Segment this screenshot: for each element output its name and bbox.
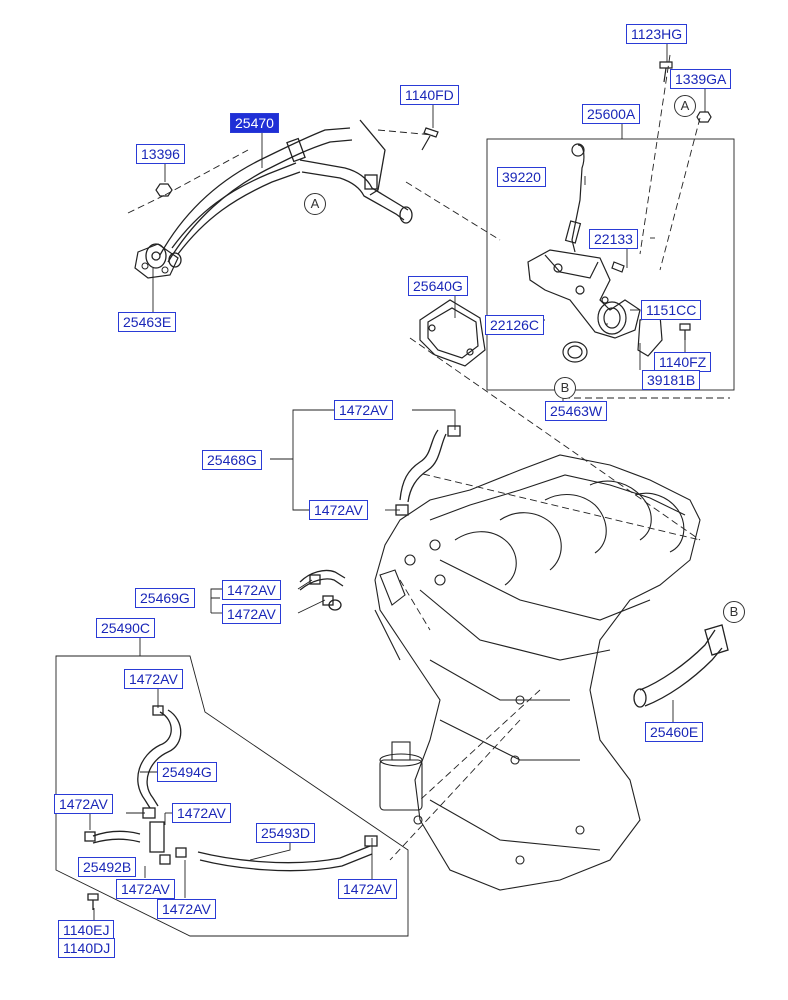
part-label-1140dj[interactable]: 1140DJ [58, 938, 116, 958]
part-label-1472av[interactable]: 1472AV [124, 669, 183, 689]
part-label-1472av[interactable]: 1472AV [338, 879, 397, 899]
gasket-25463e-drawing [134, 243, 179, 279]
part-label-25463w[interactable]: 25463W [545, 401, 608, 421]
thermostat-housing-drawing [419, 143, 691, 367]
pipe-25470-drawing [145, 119, 413, 269]
part-label-25463e[interactable]: 25463E [118, 312, 177, 332]
reference-callout-a: A [674, 95, 696, 117]
part-label-1472av[interactable]: 1472AV [222, 604, 281, 624]
hose-25468g-drawing [395, 425, 461, 516]
part-label-1472av[interactable]: 1472AV [54, 794, 113, 814]
part-label-1123hg[interactable]: 1123HG [626, 24, 688, 44]
part-label-1472av[interactable]: 1472AV [157, 899, 216, 919]
part-label-1140fd[interactable]: 1140FD [400, 85, 459, 105]
part-label-25640g[interactable]: 25640G [408, 276, 468, 296]
part-label-25469g[interactable]: 25469G [135, 588, 195, 608]
reference-callout-b: B [723, 601, 745, 623]
part-label-39181b[interactable]: 39181B [642, 370, 701, 390]
reference-callout-a: A [304, 193, 326, 215]
part-label-1472av[interactable]: 1472AV [172, 803, 231, 823]
part-label-25490c[interactable]: 25490C [96, 618, 156, 638]
hose-25469g-drawing [299, 569, 346, 611]
leader-lines [55, 44, 735, 937]
part-label-25460e[interactable]: 25460E [645, 722, 704, 742]
part-label-1140fz[interactable]: 1140FZ [654, 352, 712, 372]
engine-block-drawing [374, 454, 701, 891]
part-label-1140ej[interactable]: 1140EJ [58, 920, 115, 940]
part-label-22126c[interactable]: 22126C [485, 315, 545, 335]
part-label-1472av[interactable]: 1472AV [334, 400, 393, 420]
part-label-1472av[interactable]: 1472AV [309, 500, 368, 520]
part-label-25470[interactable]: 25470 [230, 113, 279, 133]
part-label-1472av[interactable]: 1472AV [116, 879, 175, 899]
part-label-13396[interactable]: 13396 [136, 144, 185, 164]
reference-callout-b: B [554, 377, 576, 399]
part-label-25494g[interactable]: 25494G [157, 762, 217, 782]
part-label-25492b[interactable]: 25492B [78, 857, 137, 877]
part-label-39220[interactable]: 39220 [497, 167, 546, 187]
part-label-1339ga[interactable]: 1339GA [670, 69, 732, 89]
part-label-25493d[interactable]: 25493D [256, 823, 316, 843]
part-label-25600a[interactable]: 25600A [582, 104, 641, 124]
part-label-1151cc[interactable]: 1151CC [641, 300, 702, 320]
pipe-25460e-drawing [633, 624, 729, 708]
dashed-lines [127, 54, 730, 861]
part-label-22133[interactable]: 22133 [589, 229, 638, 249]
part-label-25468g[interactable]: 25468G [202, 450, 262, 470]
part-label-1472av[interactable]: 1472AV [222, 580, 281, 600]
lower-hoses-drawing [84, 705, 378, 910]
